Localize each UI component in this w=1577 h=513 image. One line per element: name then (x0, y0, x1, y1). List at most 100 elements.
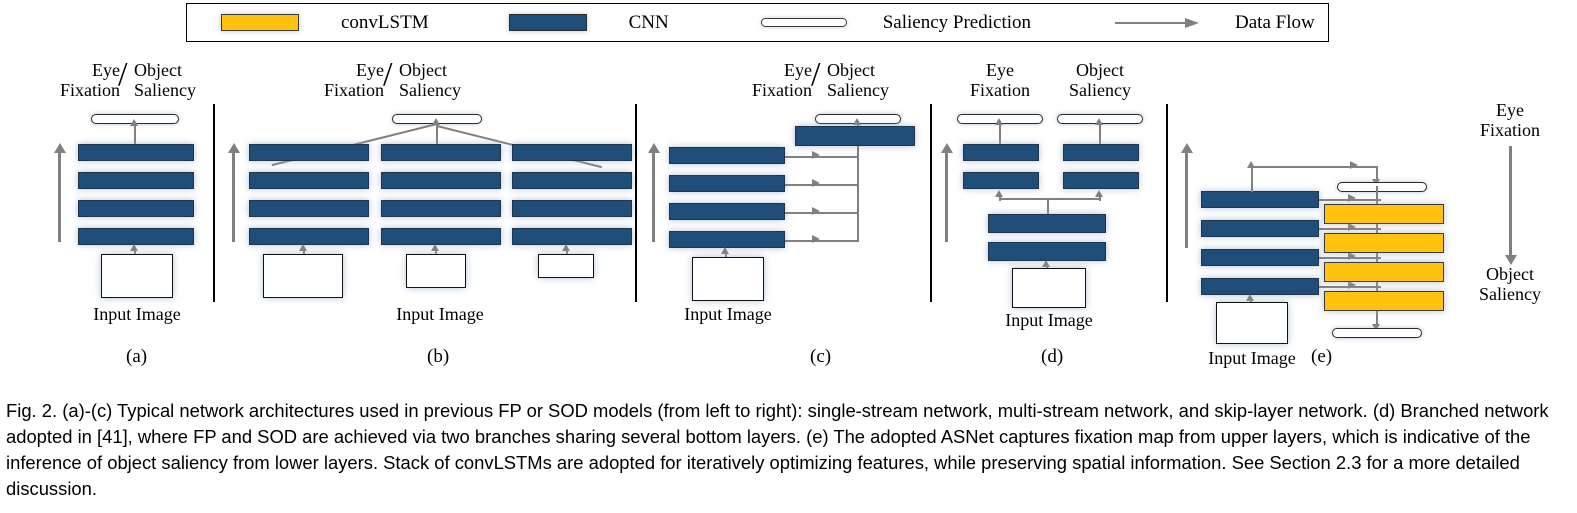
panel-b-stream1-cnn-layer-3 (249, 172, 369, 189)
legend-item-saliency-prediction: Saliency Prediction (760, 4, 1032, 41)
panel-e-convlstm-layer-1 (1324, 291, 1444, 311)
panel-c-skip-line-2 (785, 212, 859, 214)
legend-item-cnn: CNN (508, 4, 669, 41)
panel-d-split-left-arrow-head (995, 190, 1003, 197)
divider-b-c (635, 104, 637, 302)
panel-e-object-saliency-prediction-bar (1332, 328, 1422, 338)
panel-b-input-image-box-large (263, 254, 343, 298)
panel-e-lateral-arrow-4 (1348, 194, 1356, 202)
panel-d-shared-cnn-layer-2 (988, 214, 1106, 233)
panel-e-convlstm-layer-4 (1324, 204, 1444, 224)
panel-e-saliency-label: Saliency (1479, 284, 1541, 304)
panel-c-skip-line-4 (785, 156, 859, 158)
legend-item-convlstm: convLSTM (221, 4, 429, 41)
panel-a-input-arrow-head (130, 244, 138, 251)
panel-a-fixation-label: Fixation (59, 80, 120, 100)
panel-d-letter: (d) (1041, 346, 1064, 367)
legend-box: convLSTM CNN Saliency Prediction Data Fl… (186, 3, 1329, 42)
panel-a-output-arrow-line (134, 124, 136, 150)
panel-c-input-arrow-head (721, 247, 729, 254)
panel-c-skip-arrow-1 (812, 235, 820, 243)
panel-d-input-arrow-head (1042, 260, 1050, 267)
panel-b-stream2-input-arrow-head (431, 244, 439, 251)
saliency-prediction-swatch-icon (760, 18, 847, 27)
panel-e-input-image-label: Input Image (1208, 348, 1296, 368)
panel-b-stream1-cnn-layer-2 (249, 200, 369, 217)
panel-e-convlstm-layer-2 (1324, 262, 1444, 282)
panel-d-input-image-label: Input Image (1005, 310, 1093, 330)
divider-a-b (213, 104, 215, 302)
panel-d-split-stem-line (1047, 198, 1049, 216)
panel-e-lateral-arrow-2 (1348, 252, 1356, 260)
panel-b-stream3-cnn-layer-1 (512, 228, 632, 245)
panel-e-topfeed-horizontal-line (1251, 166, 1377, 168)
panel-c-input-image-box (692, 257, 764, 301)
panel-c-object-label: Object (827, 60, 875, 80)
panel-e-topfeed-arrow-head (1247, 161, 1255, 168)
panel-a-cnn-layer-4 (78, 144, 194, 161)
panel-e-cnn-layer-4 (1201, 191, 1319, 208)
panel-e-fixation-label: Fixation (1479, 120, 1540, 140)
panel-b-merge-line-center (436, 125, 438, 151)
legend-label-cnn: CNN (628, 11, 669, 33)
figure-caption: Fig. 2. (a)-(c) Typical network architec… (6, 400, 1549, 499)
panel-a-input-image-label: Input Image (93, 304, 181, 324)
panel-d-eye-label: Eye (986, 60, 1014, 80)
panel-c-cnn-layer-4 (669, 147, 785, 164)
panel-e-topfeed-riser-line (1251, 166, 1253, 192)
panel-e-lateral-arrow-3 (1348, 223, 1356, 231)
panel-e-eye-fixation-prediction-bar (1337, 182, 1427, 192)
panel-a-cnn-layer-1 (78, 228, 194, 245)
panel-d-right-output-arrow-head (1095, 118, 1103, 125)
panel-d-right-branch-cnn-layer-1 (1063, 172, 1139, 189)
panel-e-topfeed-arrow-right (1350, 161, 1358, 169)
panel-d-split-right-arrow-head (1095, 190, 1103, 197)
legend-label-saliency-prediction: Saliency Prediction (882, 11, 1032, 33)
panel-d-left-output-arrow-line (999, 124, 1001, 144)
panel-b-slash-separator: / (383, 56, 393, 93)
panel-a-object-label: Object (134, 60, 182, 80)
panel-d-fixation-label: Fixation (969, 80, 1030, 100)
panel-d-split-right-up-line (1099, 195, 1101, 201)
panel-e-eye-label: Eye (1496, 100, 1524, 120)
panel-e-bottom-arrow-head (1372, 324, 1380, 331)
panel-d-left-output-arrow-head (995, 118, 1003, 125)
legend-label-data-flow: Data Flow (1235, 11, 1315, 33)
panel-c-input-image-label: Input Image (684, 304, 772, 324)
panel-c-cnn-layer-3 (669, 175, 785, 192)
panel-e-input-arrow-head (1246, 294, 1254, 301)
panel-b-eye-label: Eye (356, 60, 384, 80)
panel-b-input-image-label: Input Image (396, 304, 484, 324)
panel-d-object-label: Object (1076, 60, 1124, 80)
panel-b-object-label: Object (399, 60, 447, 80)
panel-b-stream2-cnn-layer-1 (381, 228, 501, 245)
panel-c-cnn-layer-1 (669, 231, 785, 248)
panel-d-saliency-label: Saliency (1069, 80, 1131, 100)
panel-b-output-arrow-head (432, 118, 440, 125)
panel-c-saliency-label: Saliency (827, 80, 889, 100)
panel-e-cnn-layer-1 (1201, 278, 1319, 295)
panel-a-cnn-layer-2 (78, 200, 194, 217)
panel-c-slash-separator: / (811, 56, 821, 93)
panel-a-output-arrow-head (130, 119, 138, 126)
panel-d-left-branch-cnn-layer-2 (963, 144, 1039, 161)
panel-b-stream2-cnn-layer-2 (381, 200, 501, 217)
panel-e-cnn-layer-2 (1201, 249, 1319, 266)
panel-c-skip-line-3 (785, 184, 859, 186)
panel-c-fusion-cnn-layer (795, 126, 915, 146)
panel-a-eye-label: Eye (92, 60, 120, 80)
panel-c-skip-arrow-4 (812, 151, 820, 159)
panel-b-saliency-label: Saliency (399, 80, 461, 100)
panel-e-cnn-layer-3 (1201, 220, 1319, 237)
panel-b-fixation-label: Fixation (323, 80, 384, 100)
panel-d-right-branch-cnn-layer-2 (1063, 144, 1139, 161)
panel-c-skip-arrow-2 (812, 207, 820, 215)
panel-c-letter: (c) (810, 346, 832, 367)
panel-e-letter: (e) (1311, 346, 1333, 367)
panel-b-letter: (b) (427, 346, 450, 367)
panel-e-central-bus-line (1376, 186, 1378, 326)
panel-c-fixation-label: Fixation (751, 80, 812, 100)
panel-b-stream1-cnn-layer-4 (249, 144, 369, 161)
panel-b-stream2-cnn-layer-4 (381, 144, 501, 161)
cnn-swatch-icon (508, 14, 587, 31)
